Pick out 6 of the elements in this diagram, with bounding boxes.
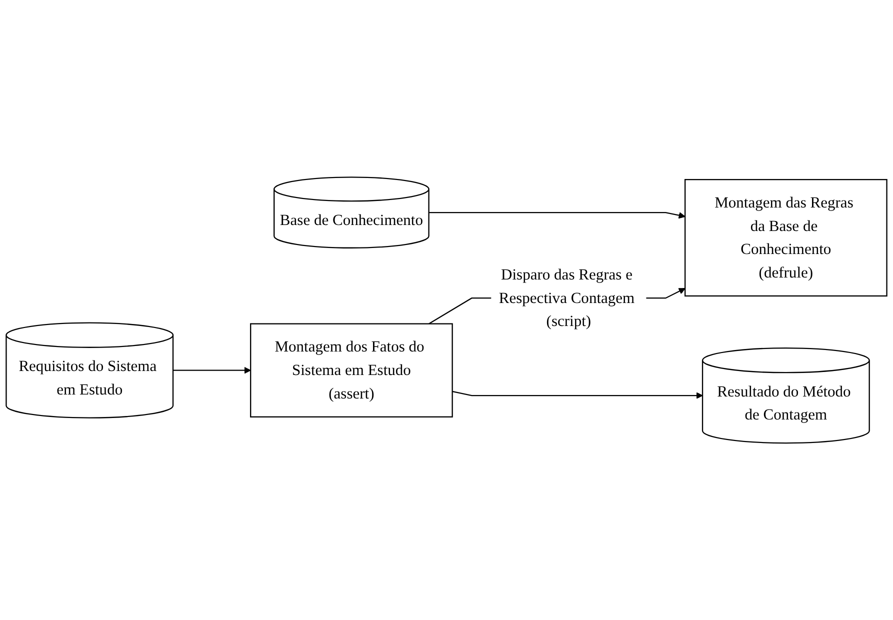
node-box: Montagem das Regras da Base de Conhecimento (defrule) — [684, 178, 888, 296]
node-box: Montagem dos Fatos do Sistema em Estudo (assert) — [250, 323, 453, 418]
edge-label: Disparo das Regras e Respectiva Contagem (script) — [498, 266, 635, 330]
arrow — [452, 390, 703, 399]
arrow — [173, 366, 251, 374]
arrow — [428, 212, 686, 219]
